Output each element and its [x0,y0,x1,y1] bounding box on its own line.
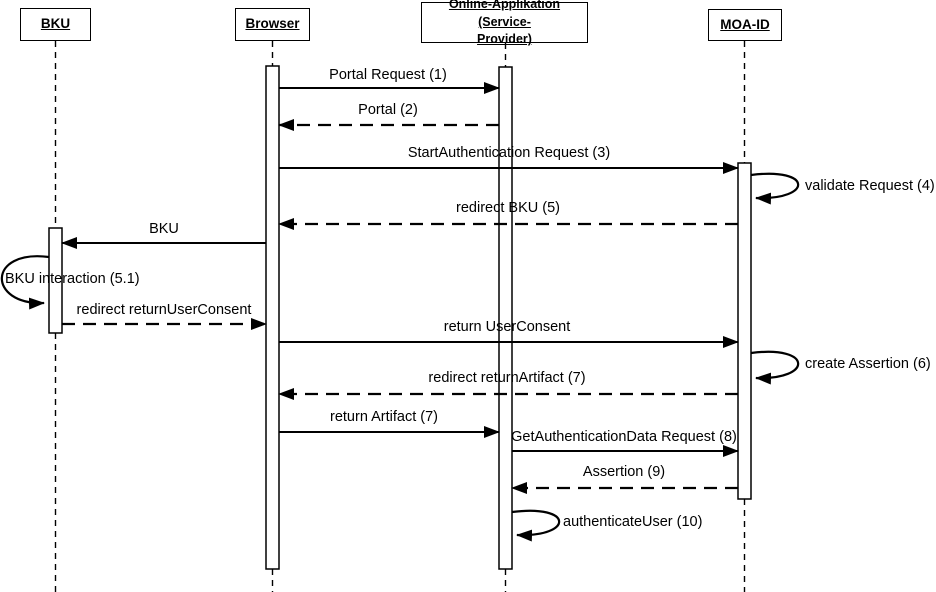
self-message-loop-validate-request-4 [750,172,800,205]
self-message-loop-authenticateuser-10 [511,509,561,542]
message-arrow-layer [0,82,800,542]
message-label-return-userconsent: return UserConsent [443,319,571,336]
message-label-return-artifact-7: return Artifact (7) [330,409,438,426]
message-label-redirect-returnartifact-7: redirect returnArtifact (7) [428,370,586,387]
message-label-startauthentication-request-3: StartAuthentication Request (3) [407,145,611,162]
self-message-loop-bku-interaction-5-1 [0,255,50,310]
actor-box-browser: Browser [235,8,310,41]
message-label-validate-request-4: validate Request (4) [805,178,935,195]
self-message-loop-create-assertion-6 [750,350,800,385]
message-label-assertion-9: Assertion (9) [582,464,666,481]
activation-bar-moaid [737,162,752,500]
message-label-create-assertion-6: create Assertion (6) [805,356,931,373]
actor-label-bku: BKU [40,16,71,32]
message-label-portal-request-1: Portal Request (1) [329,67,447,84]
activation-bar-browser [265,65,280,570]
message-label-redirect-returnuserconsent: redirect returnUserConsent [76,302,252,319]
message-label-redirect-bku-5: redirect BKU (5) [456,200,560,217]
actor-label-moaid: MOA-ID [720,16,770,32]
activation-bar-layer [48,65,752,570]
message-label-bku: BKU [149,221,179,238]
actor-box-oa: Online-Applikation (Service- Provider) [421,0,588,46]
activation-bar-bku [48,227,63,334]
message-label-bku-interaction-5-1: BKU interaction (5.1) [5,271,140,288]
message-label-portal-2: Portal (2) [358,102,418,119]
actor-label-oa: Online-Applikation (Service- Provider) [448,0,561,47]
actor-box-bku: BKU [20,8,91,41]
lifeline-layer [54,41,746,592]
actor-box-moaid: MOA-ID [708,9,782,41]
activation-bar-oa [498,66,513,570]
message-label-getauthenticationdata-request-8: GetAuthenticationData Request (8) [511,429,737,446]
message-label-authenticateuser-10: authenticateUser (10) [563,514,703,531]
actor-label-browser: Browser [245,16,300,32]
